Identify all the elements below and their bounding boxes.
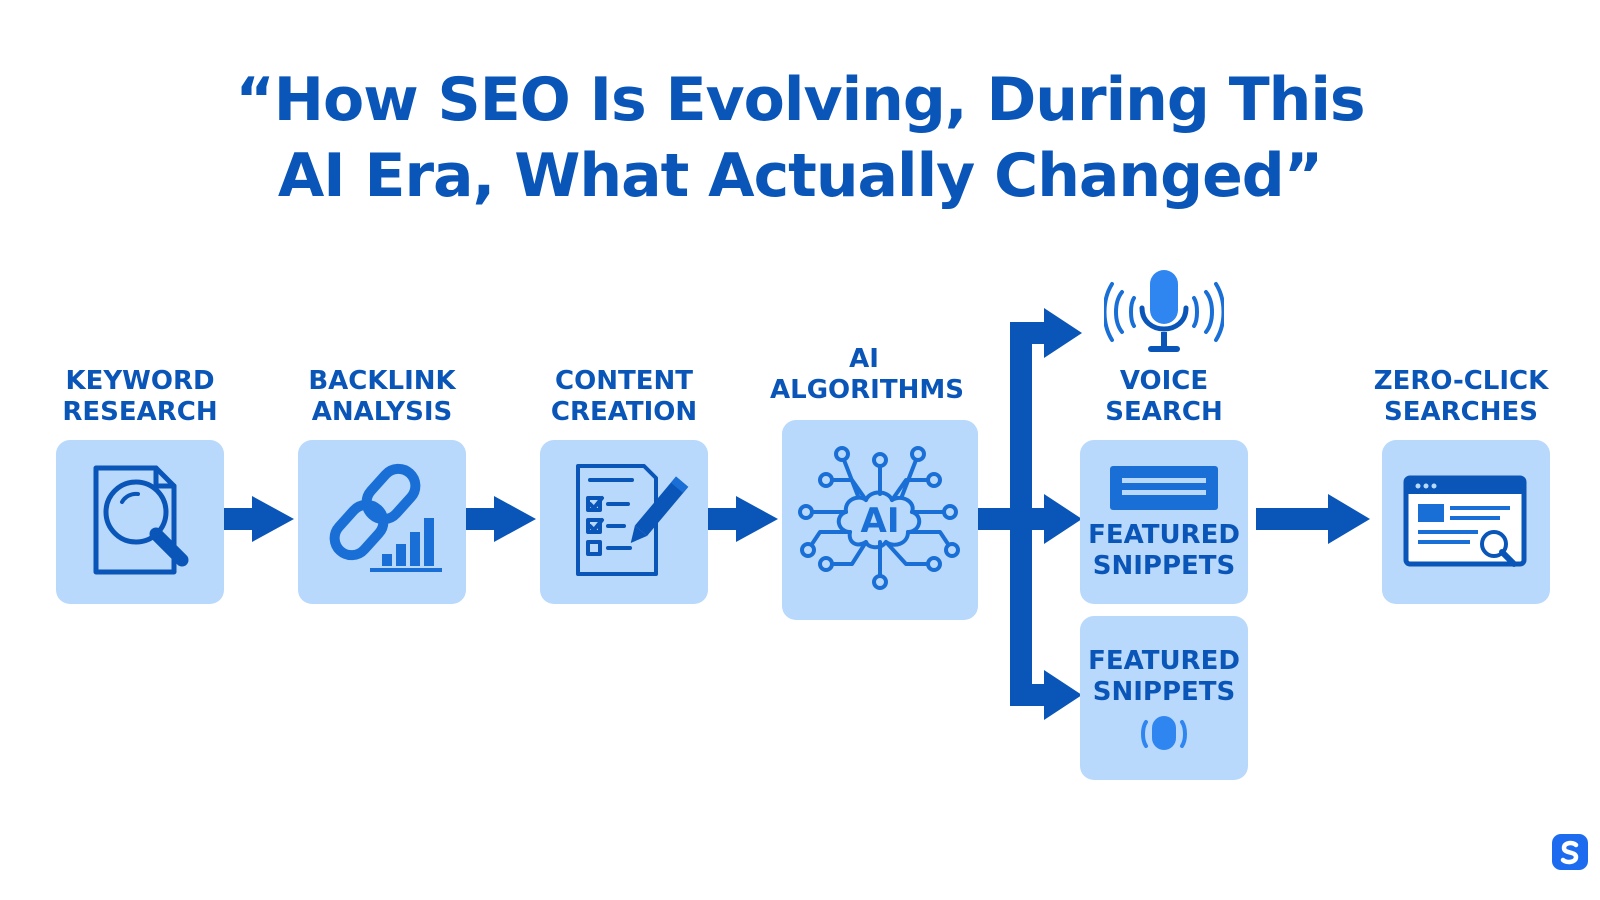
featured-snippets-top-line2: SNIPPETS <box>1092 551 1236 581</box>
page-title: “How SEO Is Evolving, During This AI Era… <box>0 62 1600 214</box>
featured-snippets-bottom-line1: FEATURED <box>1088 646 1240 676</box>
title-line-2: AI Era, What Actually Changed” <box>277 141 1323 211</box>
ai-badge-text: AI <box>861 501 900 541</box>
speaker-icon <box>1141 716 1187 750</box>
s-logo-icon <box>1560 840 1579 865</box>
content-creation-box <box>540 440 708 604</box>
keyword-research-label: KEYWORD RESEARCH <box>62 366 218 427</box>
chain-link-bar-chart-icon <box>329 463 442 572</box>
content-creation-label: CONTENT CREATION <box>550 366 698 427</box>
title-line-1: “How SEO Is Evolving, During This <box>235 65 1365 135</box>
brand-logo-icon <box>1552 834 1588 870</box>
arrow-backlink-to-content <box>466 496 536 542</box>
featured-snippets-box-top: FEATURED SNIPPETS <box>1080 440 1248 604</box>
arrow-keyword-to-backlink <box>224 496 294 542</box>
voice-search-label: VOICE SEARCH <box>1105 366 1223 427</box>
arrow-ai-branch <box>978 308 1082 720</box>
arrow-featured-to-zero-click <box>1256 494 1370 544</box>
ai-algorithms-box: AI <box>782 420 978 620</box>
featured-snippets-box-bottom: FEATURED SNIPPETS <box>1080 616 1248 780</box>
checklist-pencil-icon <box>576 464 689 576</box>
ai-brain-circuit-icon: AI <box>798 446 960 590</box>
browser-search-icon <box>1403 475 1527 567</box>
zero-click-searches-box <box>1382 440 1550 604</box>
arrow-content-to-ai <box>708 496 778 542</box>
zero-click-searches-label: ZERO-CLICK SEARCHES <box>1373 366 1549 427</box>
microphone-waves-icon <box>1104 270 1224 352</box>
featured-snippets-top-line1: FEATURED <box>1088 520 1240 550</box>
backlink-analysis-label: BACKLINK ANALYSIS <box>308 366 456 427</box>
ai-algorithms-label: AI ALGORITHMS <box>770 344 964 405</box>
backlink-analysis-box <box>298 440 466 604</box>
featured-snippets-bottom-line2: SNIPPETS <box>1092 677 1236 707</box>
snippet-card-icon <box>1110 466 1218 510</box>
keyword-research-box <box>56 440 224 604</box>
magnifier-document-icon <box>93 465 189 575</box>
